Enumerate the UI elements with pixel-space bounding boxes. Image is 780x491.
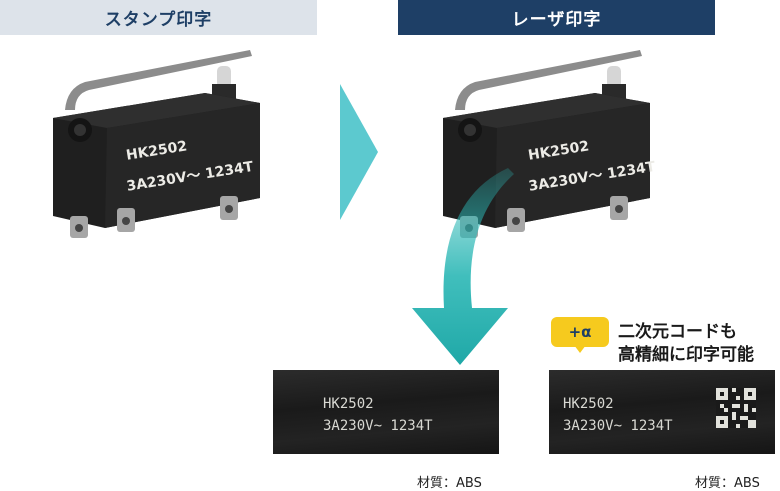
sample-line2: 3A230V~ 1234T xyxy=(563,418,673,434)
sample-line1: HK2502 xyxy=(323,396,374,412)
sample-line1: HK2502 xyxy=(563,396,614,412)
curved-arrow-icon xyxy=(412,168,514,365)
qr-code-icon xyxy=(716,388,756,428)
sample-line2: 3A230V~ 1234T xyxy=(323,418,433,434)
switch-image-stamp: HK2502 3A230V～ 1234T xyxy=(45,48,325,243)
arrow-right-icon xyxy=(340,84,378,220)
stamp-header: スタンプ印字 xyxy=(0,0,317,35)
material-label: 材質：ABS xyxy=(695,476,760,491)
laser-header: レーザ印字 xyxy=(398,0,715,35)
plus-alpha-badge: +α xyxy=(551,317,609,347)
badge-tail xyxy=(574,345,586,353)
note-line2: 高精細に印字可能 xyxy=(618,345,754,365)
sample-photo-stamp: HK2502 3A230V~ 1234T xyxy=(273,370,499,454)
material-label: 材質：ABS xyxy=(417,476,482,491)
note-line1: 二次元コードも xyxy=(618,322,737,342)
